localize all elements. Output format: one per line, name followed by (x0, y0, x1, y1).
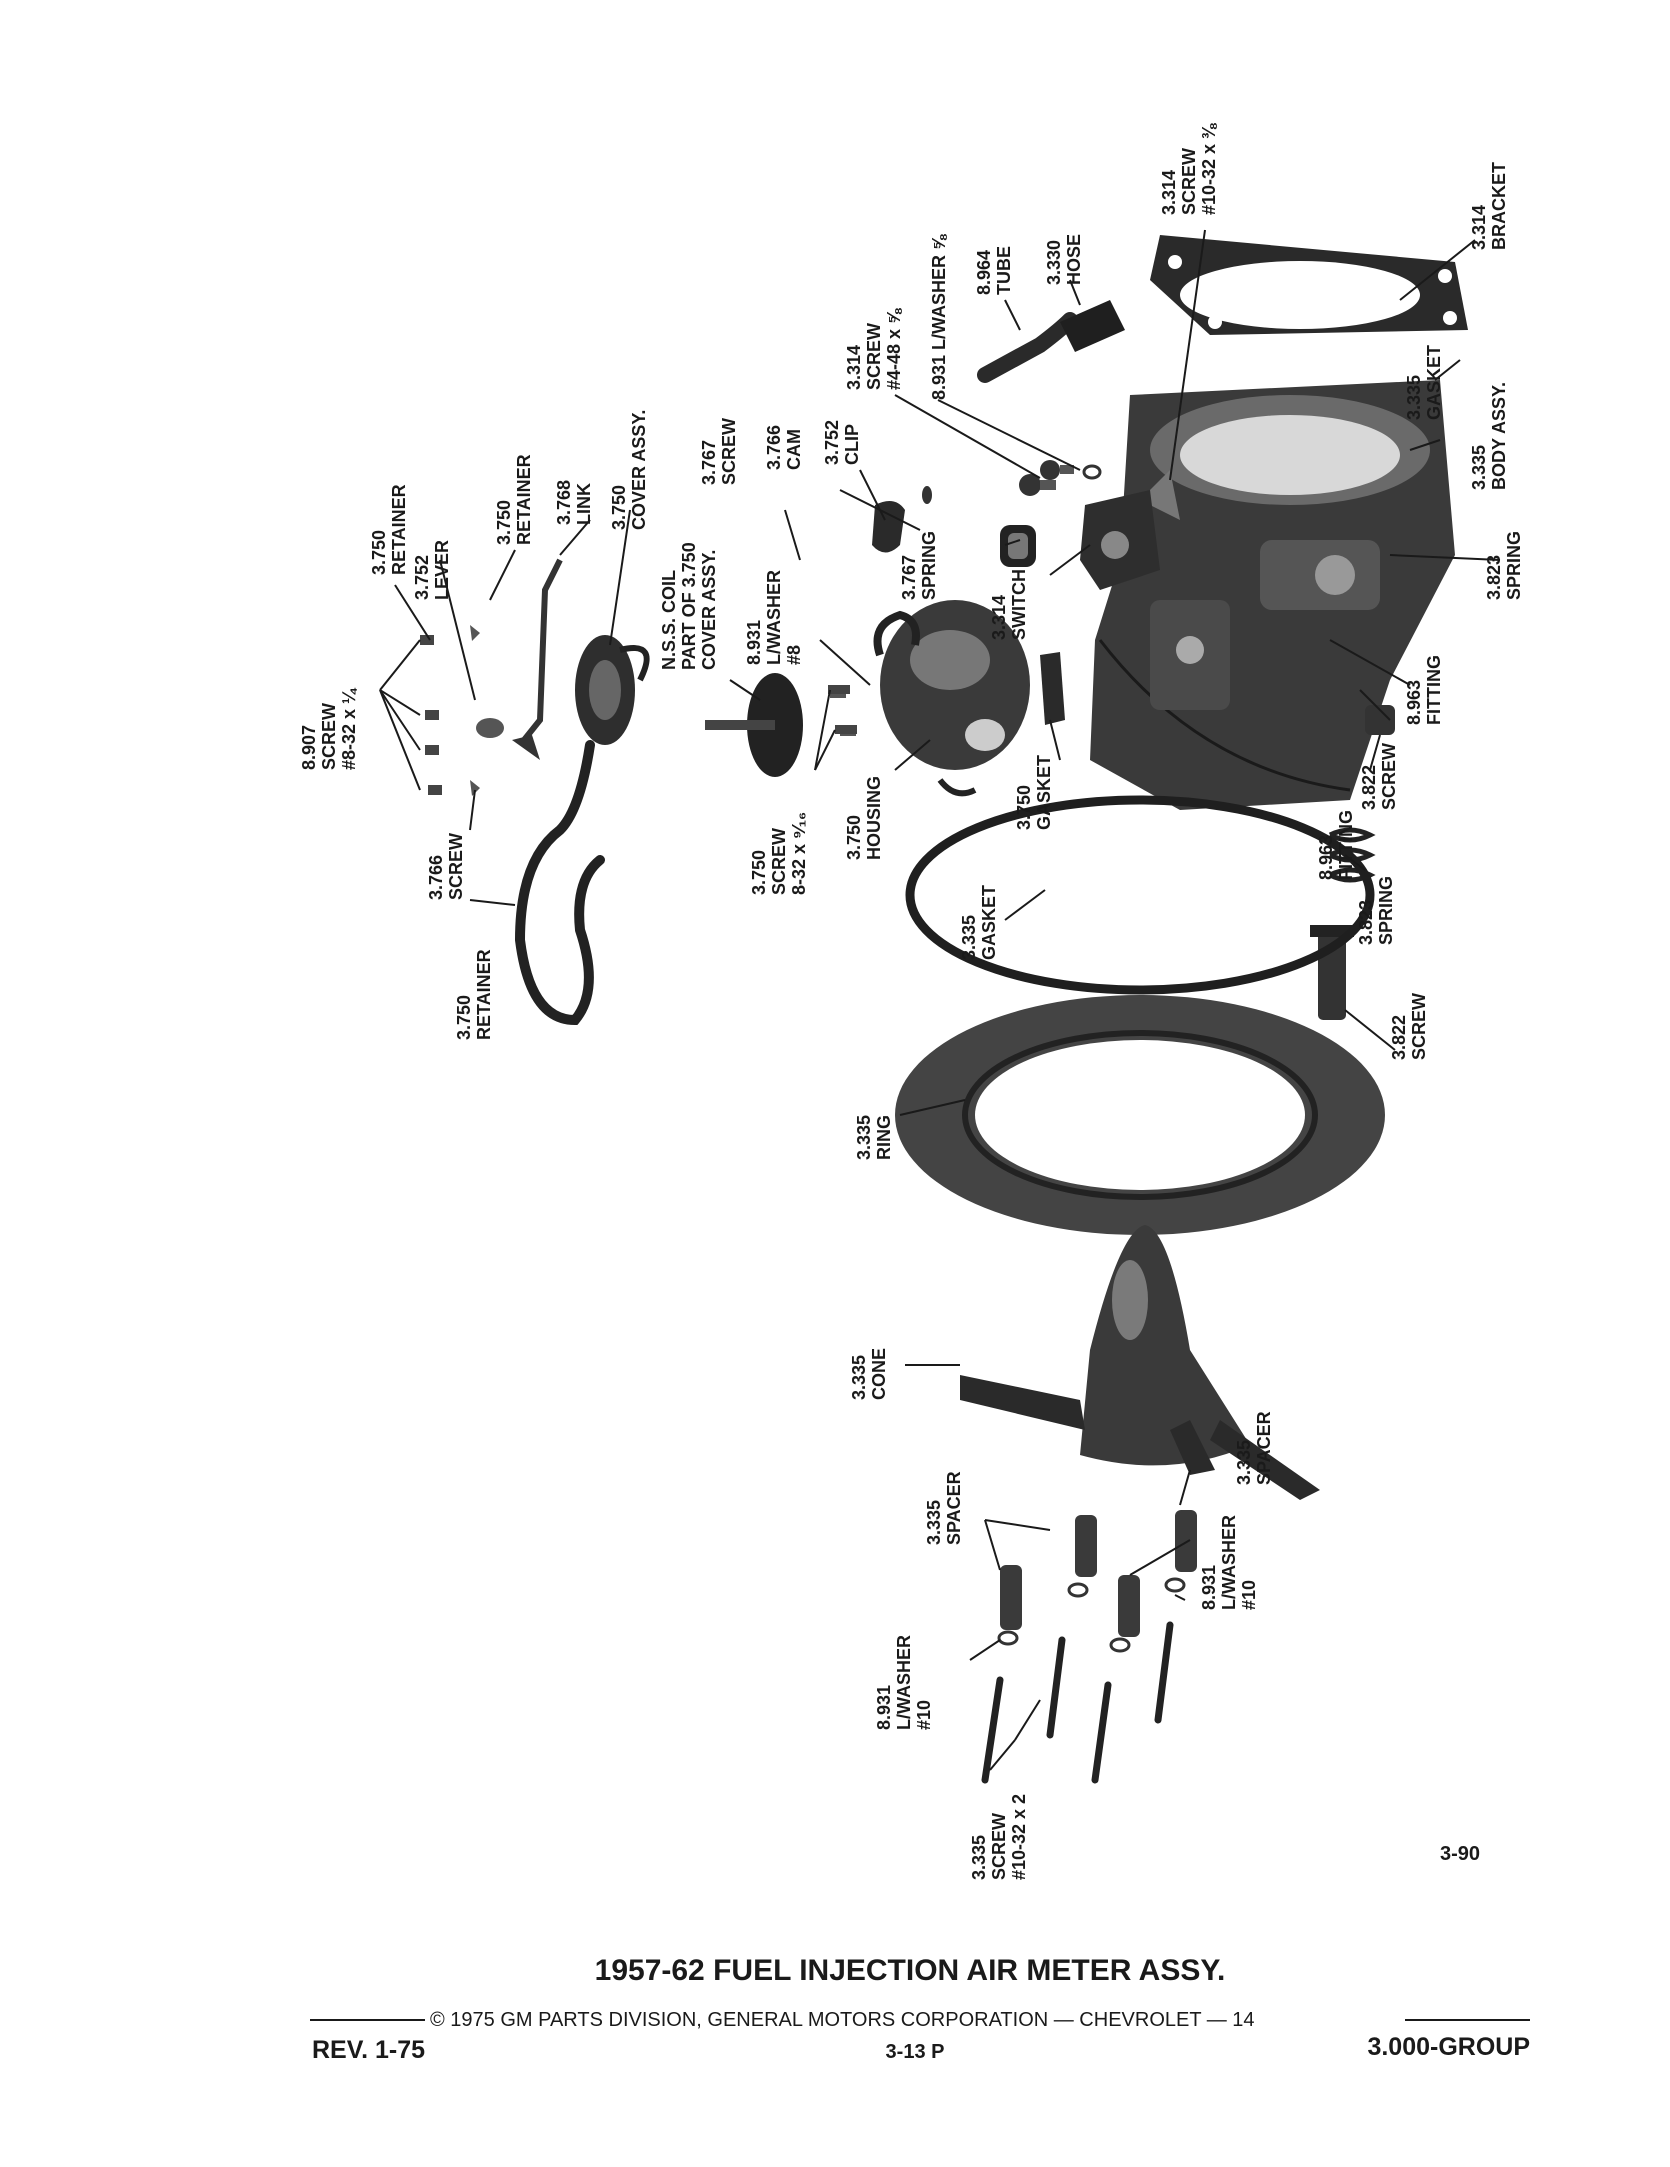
top-gasket-part (1150, 235, 1468, 335)
small-screws-left (420, 625, 480, 796)
group-label: 3.000-GROUP (1367, 2033, 1530, 2061)
parts-illustrations (420, 235, 1468, 1784)
callout-nss-coil: N.S.S. COILPART OF 3.750COVER ASSY. (659, 542, 719, 670)
housing-part (873, 600, 1030, 797)
callout-cover-assy: 3.750COVER ASSY. (609, 410, 649, 530)
callout-spacer-right: 3.335SPACER (1234, 1411, 1274, 1485)
callout-spring-3767: 3.767SPRING (899, 531, 939, 600)
callout-link: 3.768LINK (554, 480, 594, 525)
callout-gasket-3750: 3.750GASKET (1014, 755, 1054, 830)
spacers-part (1000, 1510, 1197, 1637)
callout-tube: 8.964TUBE (974, 246, 1014, 295)
callout-retainer-bottom: 3.750RETAINER (454, 949, 494, 1040)
tube-hose-part (977, 300, 1125, 383)
link-lever-part (476, 558, 563, 760)
ring-part (895, 995, 1385, 1235)
callout-fitting-lower: 8.963FITTING (1316, 810, 1356, 880)
callout-retainer-top-right: 3.750RETAINER (494, 454, 534, 545)
callout-spring-lower: 3.823SPRING (1356, 876, 1396, 945)
callout-labels: 3.314BRACKET 3.314SCREW#10-32 x ⅜ 3.330H… (299, 123, 1524, 1880)
callout-gasket-top: 3.335GASKET (1404, 345, 1444, 420)
callout-screw-10-32x3-8: 3.314SCREW#10-32 x ⅜ (1159, 123, 1219, 215)
callout-cam: 3.766CAM (764, 425, 804, 470)
callout-screw-3767: 3.767SCREW (699, 418, 739, 485)
callout-spacer-left: 3.335SPACER (924, 1471, 964, 1545)
callout-screw-4-48: 3.314SCREW#4-48 x ⅝ (844, 308, 904, 390)
switch-part (1080, 490, 1160, 590)
cover-assy-part (514, 635, 650, 1026)
callout-spring-right: 3.823SPRING (1484, 531, 1524, 600)
callout-fitting-right: 8.963FITTING (1404, 655, 1444, 725)
callout-lwasher-5-8: 8.931 L/WASHER ⅝ (929, 234, 949, 400)
screws-3750-part (828, 685, 857, 734)
callout-screw-10-32x2: 3.335SCREW#10-32 x 2 (969, 1794, 1029, 1880)
clip-part (872, 486, 932, 553)
callout-lwasher-8: 8.931L/WASHER#8 (744, 570, 804, 665)
callout-lever: 3.752LEVER (412, 540, 452, 600)
callout-lwasher-10-right: 8.931L/WASHER#10 (1199, 1515, 1259, 1610)
callout-hose: 3.330HOSE (1044, 234, 1084, 285)
small-screws-top (1019, 460, 1102, 496)
figure-number: 3-90 (1440, 1843, 1480, 1865)
callout-screw-8907: 8.907SCREW#8-32 x ¼ (299, 687, 359, 770)
body-assembly-part (1090, 380, 1455, 810)
page-title: 1957-62 FUEL INJECTION AIR METER ASSY. (595, 1954, 1226, 1987)
callout-ring: 3.335RING (854, 1115, 894, 1160)
large-gasket-part (905, 795, 1375, 995)
callout-screw-8-32x9-16: 3.750SCREW8-32 x ⁹⁄₁₆ (749, 812, 809, 895)
callout-switch: 3.314SWITCH (989, 569, 1029, 640)
callout-gasket-large: 3.335GASKET (959, 885, 999, 960)
callout-clip: 3.752CLIP (822, 420, 862, 465)
callout-body-assy: 3.335BODY ASSY. (1469, 382, 1509, 490)
callout-screw-3822-upper: 3.822SCREW (1359, 743, 1399, 810)
callout-retainer-top-left: 3.750RETAINER (369, 484, 409, 575)
screws-10-32-part (981, 1577, 1186, 1784)
callout-cone: 3.335CONE (849, 1348, 889, 1400)
leader-lines (379, 229, 1501, 1771)
callout-screw-3822-lower: 3.822SCREW (1389, 993, 1429, 1060)
revision-label: REV. 1-75 (312, 2036, 425, 2064)
callout-screw-3766: 3.766SCREW (426, 833, 466, 900)
callout-bracket: 3.314BRACKET (1469, 162, 1509, 250)
spring-part (1000, 525, 1036, 567)
copyright-line: © 1975 GM PARTS DIVISION, GENERAL MOTORS… (430, 2009, 1255, 2031)
callout-housing: 3.750HOUSING (844, 776, 884, 860)
callout-lwasher-10-left: 8.931L/WASHER#10 (874, 1635, 934, 1730)
gasket-3750-part (1040, 652, 1065, 725)
cone-part (960, 1225, 1320, 1500)
page-number: 3-13 P (886, 2041, 945, 2063)
